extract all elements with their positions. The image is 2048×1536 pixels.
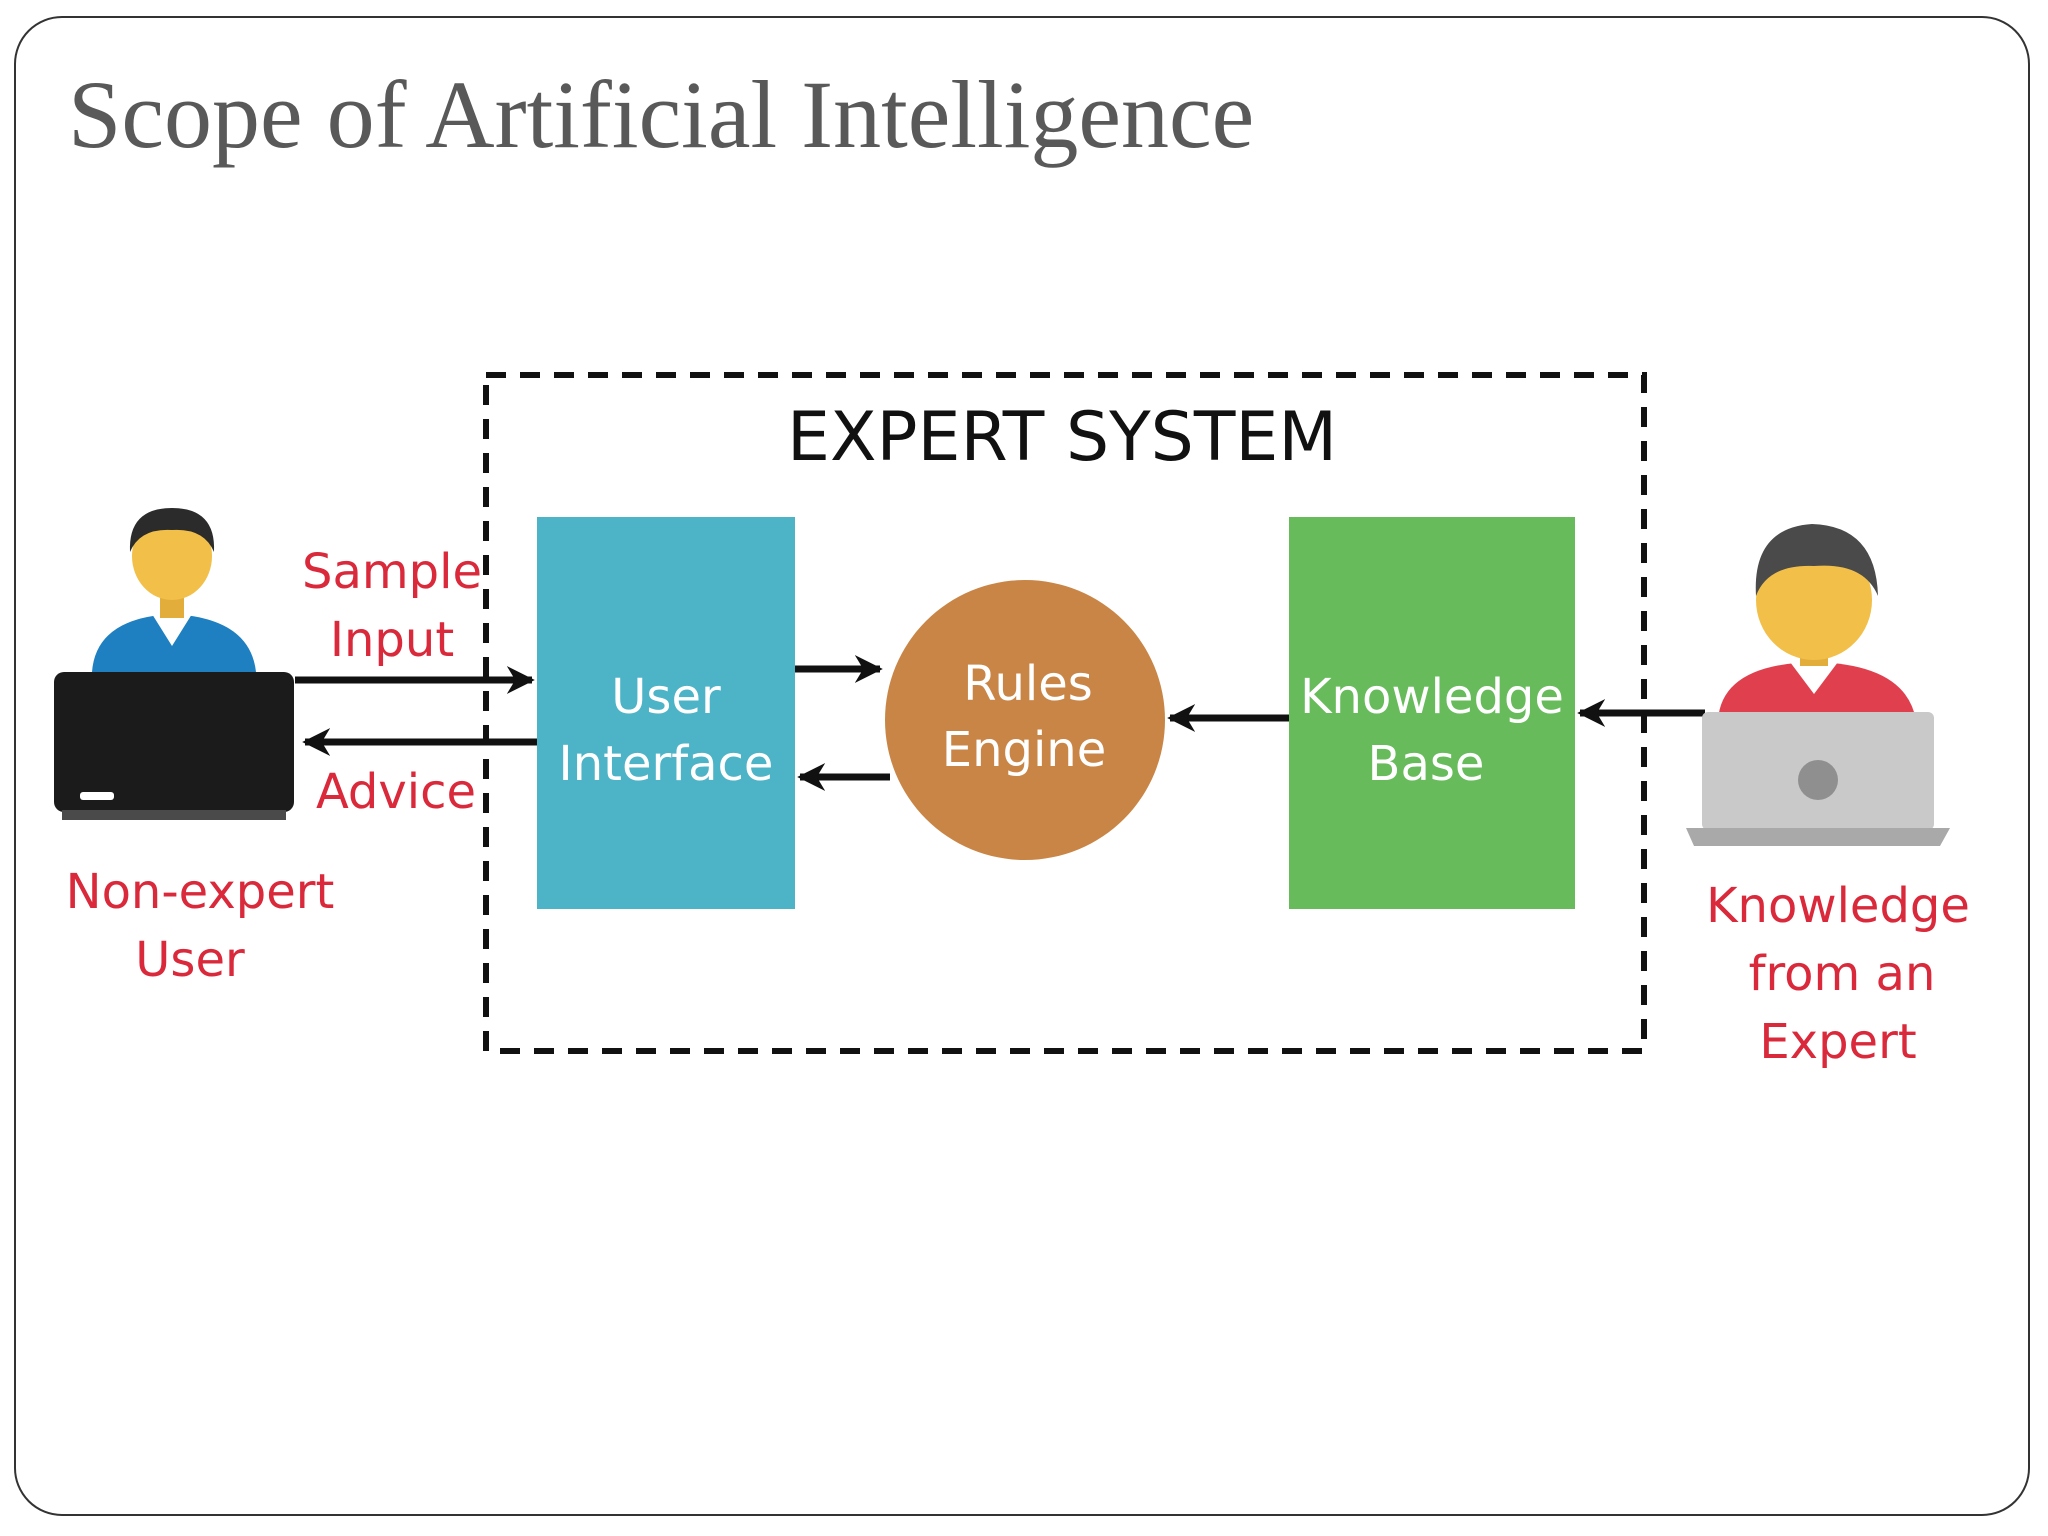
- expert-knowledge-label-line1: Knowledge: [1706, 878, 1970, 934]
- non-expert-user-label-line1: Non-expert: [66, 864, 335, 920]
- rules-engine-circle: [885, 580, 1165, 860]
- user-interface-box: [537, 517, 795, 909]
- expert-user-icon: [1718, 524, 1916, 720]
- expert-system-title: EXPERT SYSTEM: [787, 398, 1337, 477]
- expert-knowledge-label-line3: Expert: [1759, 1014, 1916, 1070]
- non-expert-user-icon: [92, 508, 256, 672]
- black-laptop-icon: [54, 672, 294, 820]
- knowledge-base-box: [1289, 517, 1575, 909]
- advice-label: Advice: [316, 764, 476, 820]
- user-interface-label-line1: User: [611, 669, 721, 725]
- knowledge-base-label-line1: Knowledge: [1300, 669, 1564, 725]
- expert-knowledge-label-line2: from an: [1749, 946, 1936, 1002]
- gray-laptop-icon: [1686, 712, 1950, 846]
- non-expert-user-label-line2: User: [135, 932, 245, 988]
- slide-title: Scope of Artificial Intelligence: [68, 61, 1255, 168]
- user-interface-label-line2: Interface: [559, 736, 774, 792]
- rules-engine-label-line2: Engine: [942, 722, 1107, 778]
- knowledge-base-label-line2: Base: [1368, 736, 1485, 792]
- sample-input-label-line2: Input: [330, 612, 454, 668]
- sample-input-label-line1: Sample: [302, 544, 482, 600]
- rules-engine-label-line1: Rules: [963, 656, 1093, 712]
